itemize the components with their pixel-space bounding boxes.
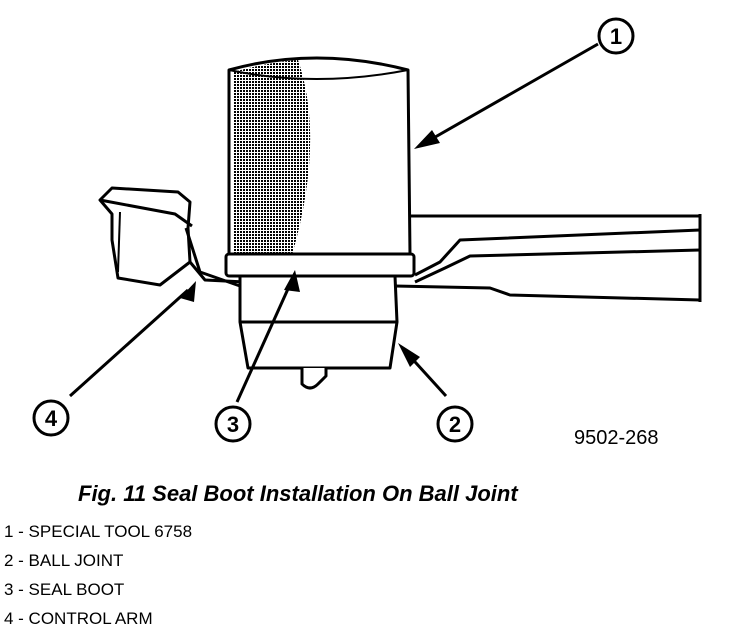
figure-caption: Fig. 11 Seal Boot Installation On Ball J… bbox=[78, 481, 518, 506]
control-arm bbox=[98, 186, 702, 302]
callout-1-label: 1 bbox=[610, 24, 622, 49]
legend-item-1: 1 - SPECIAL TOOL 6758 bbox=[4, 522, 193, 541]
callout-1: 1 bbox=[597, 17, 635, 55]
callout-2-label: 2 bbox=[449, 412, 461, 437]
callout-3: 3 bbox=[214, 405, 252, 443]
callout-4-label: 4 bbox=[45, 406, 58, 431]
legend-item-2: 2 - BALL JOINT bbox=[4, 551, 124, 570]
special-tool bbox=[227, 56, 412, 257]
ball-joint-diagram: 1 2 3 4 bbox=[32, 17, 702, 443]
arrow-heads bbox=[180, 130, 440, 367]
callout-3-label: 3 bbox=[227, 412, 239, 437]
ball-joint bbox=[238, 274, 399, 390]
leader-lines bbox=[68, 42, 599, 403]
legend-item-4: 4 - CONTROL ARM bbox=[4, 609, 153, 628]
callout-4: 4 bbox=[32, 399, 70, 437]
seal-boot bbox=[224, 252, 416, 278]
legend: 1 - SPECIAL TOOL 6758 2 - BALL JOINT 3 -… bbox=[4, 522, 192, 638]
legend-item-3: 3 - SEAL BOOT bbox=[4, 580, 125, 599]
figure-code: 9502-268 bbox=[574, 427, 659, 449]
callout-2: 2 bbox=[436, 405, 474, 443]
